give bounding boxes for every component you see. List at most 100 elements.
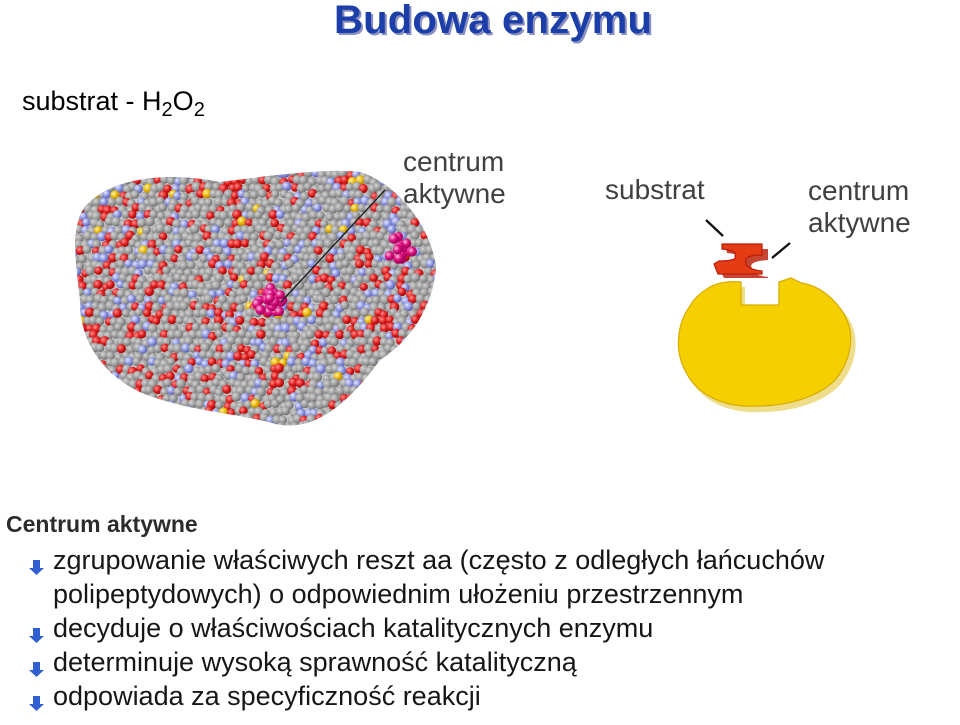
protein-atom (375, 380, 384, 390)
bullet-icons (29, 560, 44, 711)
protein-atom (233, 351, 243, 361)
protein-atom (425, 175, 435, 185)
protein-atom (109, 395, 118, 404)
protein-atom (156, 196, 165, 205)
protein-atom (138, 329, 147, 339)
protein-atom (75, 203, 80, 214)
protein-atom (399, 407, 409, 416)
protein-atom (309, 421, 320, 426)
protein-atom (246, 280, 255, 289)
protein-atom (116, 344, 126, 354)
protein-atom (181, 343, 191, 353)
protein-atom (360, 380, 370, 390)
protein-atom (305, 198, 314, 208)
protein-atom (172, 288, 183, 298)
protein-atom (179, 288, 190, 298)
protein-atom (353, 280, 362, 289)
protein-atom (147, 323, 158, 334)
protein-atom (83, 387, 93, 396)
protein-atom (247, 170, 256, 178)
protein-atom (77, 358, 87, 369)
protein-atom (351, 393, 362, 404)
protein-atom (130, 190, 140, 199)
protein-atom (276, 422, 286, 426)
substrate-formula: substrat - H2O2 (22, 86, 205, 122)
protein-atom (397, 175, 406, 184)
protein-atom (92, 239, 101, 249)
protein-atom (145, 216, 155, 227)
protein-atom (124, 245, 134, 255)
protein-atom (235, 304, 245, 313)
protein-atom (202, 188, 213, 199)
protein-atom (377, 358, 387, 368)
protein-atom (247, 350, 256, 359)
protein-atom (303, 238, 313, 248)
protein-atom (82, 230, 93, 241)
protein-atom (431, 295, 436, 304)
protein-atom (374, 170, 385, 179)
protein-atom (422, 183, 432, 193)
protein-atom (191, 322, 201, 332)
protein-atom (245, 307, 256, 318)
protein-atom (369, 273, 379, 283)
protein-atom (340, 408, 349, 418)
protein-atom (110, 231, 120, 241)
protein-atom (331, 409, 340, 419)
protein-atom (421, 388, 430, 397)
protein-atom (315, 316, 325, 326)
right-active-site-pointer-line (771, 242, 791, 259)
protein-atom (355, 386, 365, 396)
protein-atom (416, 323, 425, 332)
protein-atom (378, 399, 388, 410)
protein-atom (396, 415, 406, 425)
protein-atom (361, 357, 372, 367)
protein-atom (410, 203, 420, 212)
protein-atom (365, 350, 374, 359)
protein-atom (247, 421, 258, 426)
protein-atom (414, 238, 424, 247)
protein-atom (327, 346, 337, 356)
protein-atom (173, 415, 184, 426)
protein-atom (82, 401, 92, 411)
protein-atom (330, 295, 340, 305)
protein-atom (128, 280, 138, 290)
protein-atom (144, 286, 155, 297)
protein-atom (134, 308, 143, 317)
protein-atom (421, 352, 431, 361)
protein-atom (75, 374, 84, 383)
protein-atom (249, 190, 259, 200)
protein-atom (88, 374, 98, 384)
protein-atom (348, 402, 358, 412)
protein-atom (100, 170, 110, 179)
protein-atom (412, 302, 422, 311)
protein-atom (82, 218, 91, 227)
protein-atom (163, 184, 172, 193)
protein-atom (95, 414, 105, 425)
protein-atom (406, 344, 416, 354)
protein-atom (179, 175, 189, 186)
protein-atom (307, 401, 317, 410)
protein-atom (75, 421, 82, 426)
protein-atom (223, 218, 234, 228)
protein-atom (144, 170, 153, 177)
protein-atom (430, 170, 436, 178)
protein-atom (75, 414, 85, 424)
protein-atom (136, 218, 147, 228)
protein-atom (274, 363, 285, 374)
protein-atom (381, 363, 392, 374)
protein-atom (398, 358, 409, 369)
protein-atom (371, 259, 380, 268)
protein-atom (146, 413, 156, 423)
protein-atom (140, 399, 150, 409)
protein-atom (337, 252, 346, 262)
protein-atom (82, 358, 92, 367)
protein-atom (180, 274, 189, 284)
protein-atom (112, 308, 123, 318)
protein-atom (75, 379, 82, 390)
protein-atom (97, 387, 106, 396)
protein-atom (228, 421, 238, 426)
protein-atom (128, 210, 137, 219)
protein-atom (391, 399, 401, 409)
protein-atom (259, 252, 270, 262)
protein-atom (226, 351, 236, 362)
